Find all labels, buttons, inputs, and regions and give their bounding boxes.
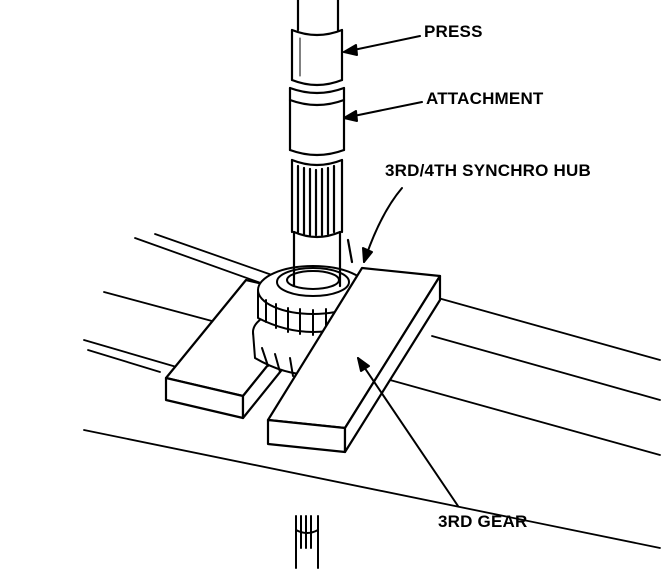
lower-shaft-end	[295, 515, 319, 569]
attachment-label: ATTACHMENT	[426, 89, 544, 108]
table-rails	[83, 233, 661, 549]
press-shaft	[288, 0, 354, 288]
third-gear-label: 3RD GEAR	[438, 512, 528, 531]
synchro-hub-label: 3RD/4TH SYNCHRO HUB	[385, 161, 591, 180]
right-support-block	[266, 266, 442, 454]
press-label: PRESS	[424, 22, 483, 41]
callout-leaders	[343, 35, 459, 507]
